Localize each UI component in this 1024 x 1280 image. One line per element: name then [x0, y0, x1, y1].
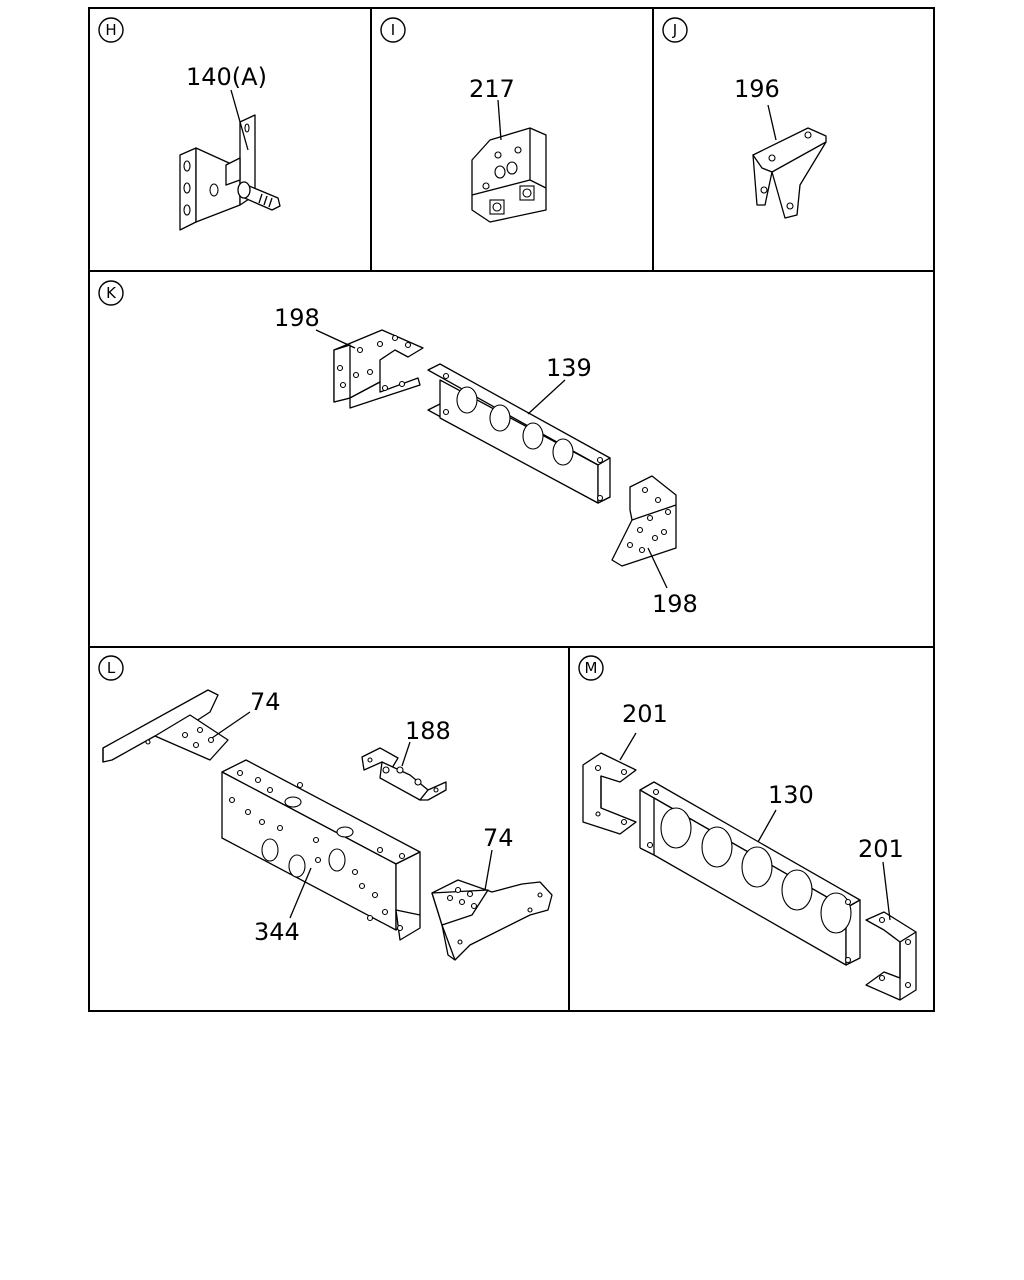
section-k-label: K	[106, 284, 117, 302]
part-label-344: 344	[254, 918, 300, 946]
part-201-lower-drawing	[865, 861, 917, 1001]
part-label-130: 130	[768, 781, 814, 809]
section-l-label: L	[107, 659, 116, 677]
part-74-upper-drawing	[102, 689, 251, 763]
diagram-frame	[88, 7, 935, 1012]
part-217-drawing	[471, 99, 547, 223]
part-139-drawing	[427, 363, 611, 504]
part-label-196: 196	[734, 75, 780, 103]
section-marker-h: H	[98, 17, 124, 43]
part-label-217: 217	[469, 75, 515, 103]
section-h-label: H	[105, 21, 116, 39]
part-label-188: 188	[405, 717, 451, 745]
part-label-140a: 140(A)	[186, 63, 267, 91]
part-label-198-upper: 198	[274, 304, 320, 332]
part-label-201-lower: 201	[858, 835, 904, 863]
part-344-drawing	[221, 759, 421, 941]
part-140a-drawing	[179, 89, 281, 231]
section-marker-i: I	[380, 17, 406, 43]
part-188-drawing	[361, 741, 447, 801]
part-label-139: 139	[546, 354, 592, 382]
part-74-lower-drawing	[431, 849, 553, 961]
part-198-lower-drawing	[611, 475, 677, 589]
section-i-label: I	[391, 21, 395, 39]
part-label-74-upper: 74	[250, 688, 281, 716]
section-marker-k: K	[98, 280, 124, 306]
section-marker-j: J	[662, 17, 688, 43]
part-label-201-upper: 201	[622, 700, 668, 728]
part-130-drawing	[639, 781, 861, 966]
section-marker-l: L	[98, 655, 124, 681]
part-196-drawing	[752, 104, 827, 219]
part-201-upper-drawing	[582, 732, 637, 835]
part-label-198-lower: 198	[652, 590, 698, 618]
part-label-74-lower: 74	[483, 824, 514, 852]
section-marker-m: M	[578, 655, 604, 681]
part-198-upper-drawing	[315, 329, 424, 409]
section-j-label: J	[672, 21, 677, 39]
section-m-label: M	[585, 659, 598, 677]
